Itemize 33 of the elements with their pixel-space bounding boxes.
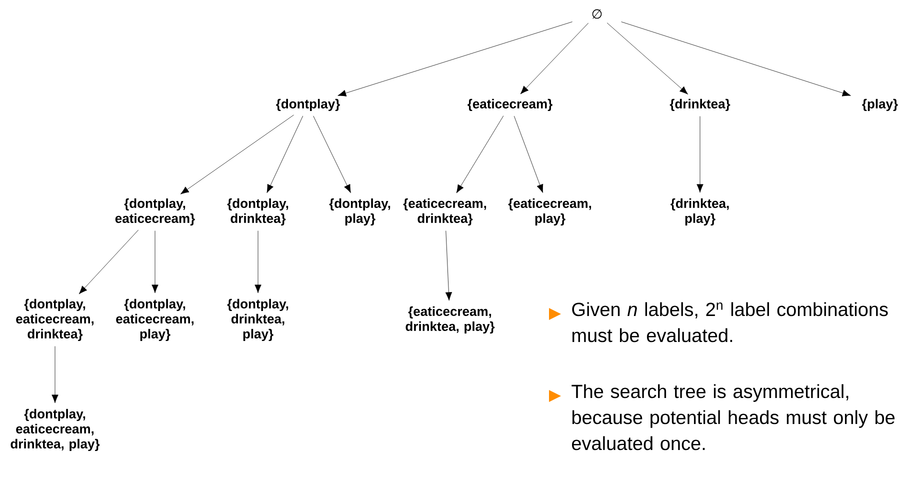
set-label: {dontplay, drinktea}: [227, 198, 288, 226]
set-label: {dontplay, eaticecream, drinktea}: [16, 298, 94, 342]
arrow: [152, 230, 158, 294]
set-label: {eaticecream}: [468, 98, 552, 112]
set-label: ∅: [592, 9, 602, 19]
bullet-text: The search tree is asymmetrical, because potential heads must only be evaluated once.: [572, 384, 895, 450]
arrow: [338, 22, 572, 96]
arrow: [180, 114, 294, 194]
set-label: {dontplay, play}: [329, 198, 390, 226]
set-label: {eaticecream, drinktea, play}: [406, 306, 495, 334]
set-label: {dontplay, eaticecream}: [115, 198, 195, 226]
arrow: [621, 22, 851, 96]
set-label: {eaticecream, play}: [508, 198, 592, 226]
arrow: [254, 230, 262, 294]
bullet-text: Given n labels, 2$^{n}$ label combinations must be evaluated.: [572, 302, 888, 342]
set-label: {dontplay, eaticecream, play}: [116, 298, 194, 342]
set-label: {dontplay, drinktea, play}: [227, 298, 288, 342]
arrow: [445, 230, 452, 301]
arrow: [696, 116, 704, 193]
set-label: {dontplay}: [276, 98, 340, 112]
arrow: [520, 22, 589, 94]
arrow: [606, 22, 688, 94]
arrow: [514, 116, 544, 193]
arrow: [456, 116, 504, 194]
set-label: {dontplay, eaticecream, drinktea, play}: [10, 408, 100, 452]
arrow: [52, 346, 58, 404]
set-label: {eaticecream, drinktea}: [403, 198, 486, 226]
set-label: {drinktea, play}: [670, 198, 729, 226]
arrow: [78, 230, 139, 294]
set-label: {drinktea}: [670, 98, 730, 112]
set-label: {play}: [862, 98, 898, 112]
arrow: [313, 116, 351, 194]
arrow: [266, 116, 304, 193]
